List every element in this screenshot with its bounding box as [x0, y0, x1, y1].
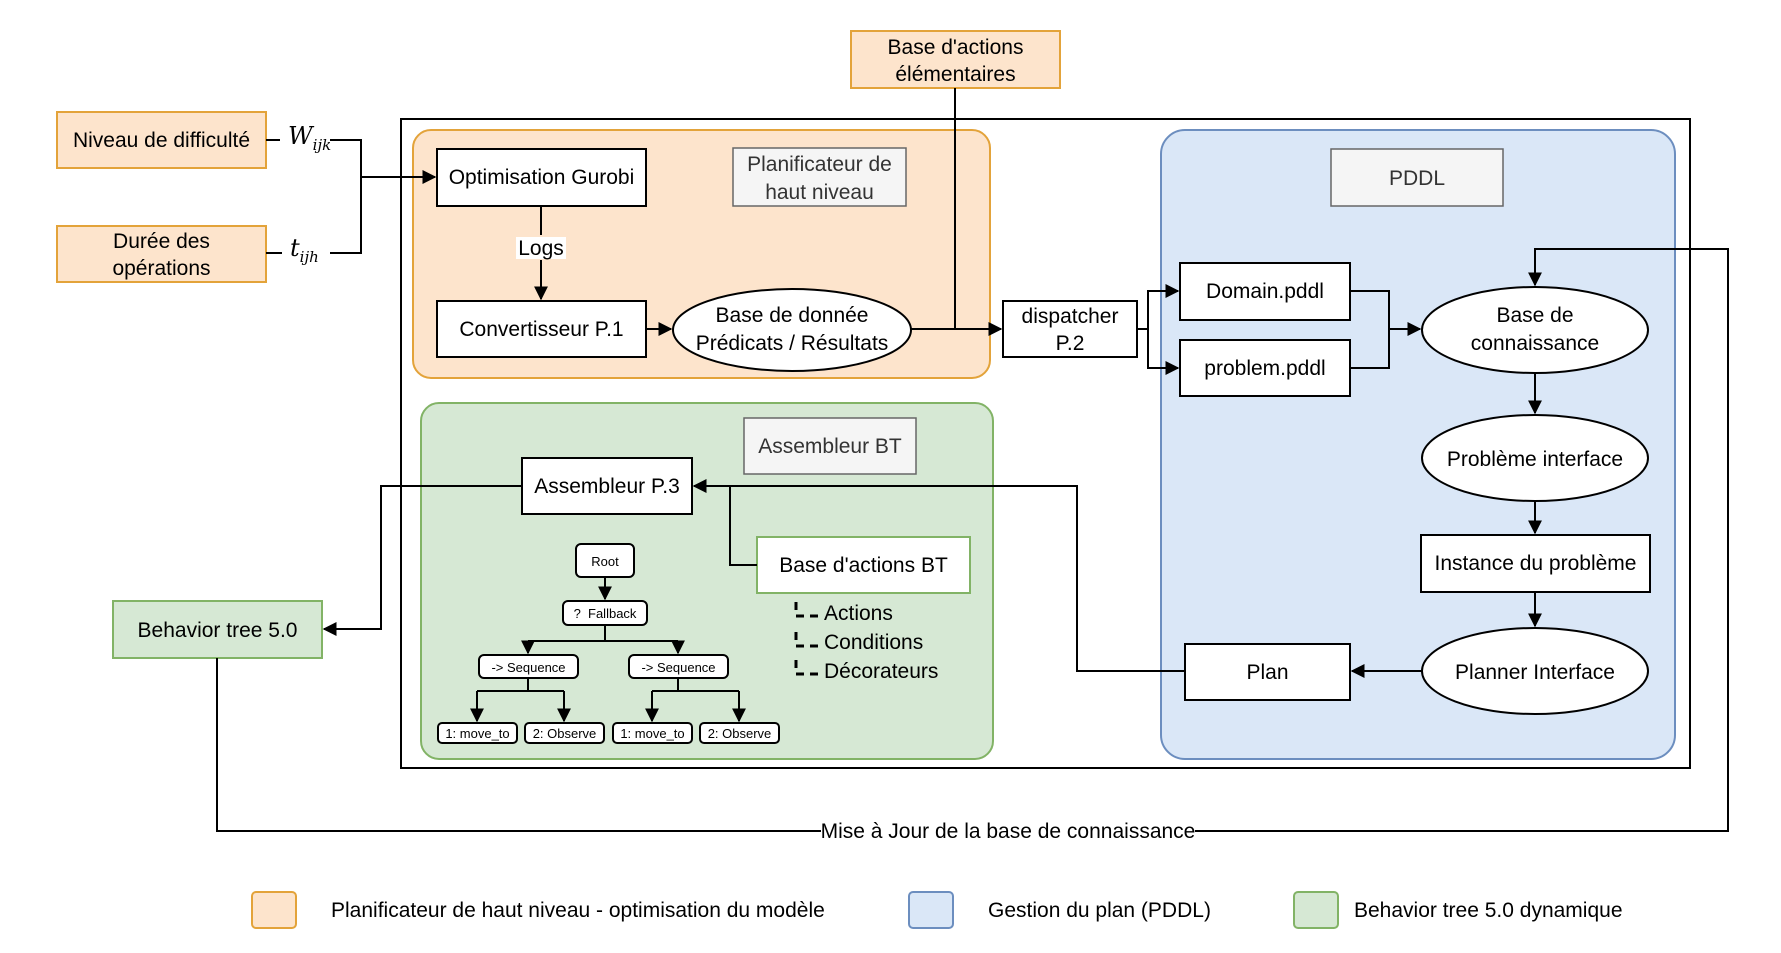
- edge-dispatcher-to-problem: [1147, 329, 1180, 375]
- duration-label-line2: opérations: [112, 257, 210, 280]
- planner-title-line1: Planificateur de: [747, 153, 892, 176]
- legend-green-text: Behavior tree 5.0 dynamique: [1354, 899, 1623, 922]
- knowledge-base-line2: connaissance: [1471, 332, 1599, 355]
- duration-box: [56, 225, 267, 283]
- legend-blue-swatch: [908, 891, 954, 929]
- dispatcher-box: [1002, 300, 1138, 358]
- difficulty-box: [56, 111, 267, 169]
- bt-tree-edges: [470, 577, 746, 723]
- bt-leaf-move-to-1-label: 1: move_to: [445, 726, 509, 741]
- converter-label: Convertisseur P.1: [459, 318, 623, 341]
- duration-variable: tijh: [290, 234, 319, 266]
- plan-box: [1184, 643, 1351, 701]
- bt-leaf-observe-2-label: 2: Observe: [708, 726, 772, 741]
- knowledge-base-line1: Base de: [1496, 304, 1573, 327]
- problem-instance-label: Instance du problème: [1435, 552, 1637, 575]
- domain-pddl-box: [1179, 262, 1351, 321]
- bt-leaf-observe-1: [524, 722, 605, 744]
- logs-label-bg: [516, 237, 566, 259]
- problem-instance-box: [1420, 534, 1651, 593]
- gurobi-box: [436, 148, 647, 207]
- problem-pddl-label: problem.pddl: [1204, 357, 1325, 380]
- edge-domain-to-kb: [1350, 290, 1422, 336]
- planner-title-box: [732, 147, 907, 207]
- bt-title: Assembleur BT: [758, 435, 902, 458]
- bt-sequence-left-label: -> Sequence: [491, 660, 565, 675]
- legend-decorators-text: Décorateurs: [824, 660, 938, 683]
- problem-interface-label: Problème interface: [1447, 448, 1623, 471]
- bt-leaf-move-to-1: [437, 722, 518, 744]
- edge-problem-to-kb: [1350, 329, 1390, 369]
- bt-leaf-observe-1-label: 2: Observe: [533, 726, 597, 741]
- bt-fallback-label: ? Fallback: [574, 606, 637, 621]
- domain-pddl-label: Domain.pddl: [1206, 280, 1324, 303]
- edge-dispatcher-to-domain: [1137, 284, 1180, 330]
- planner-interface-label: Planner Interface: [1455, 661, 1615, 684]
- bt-symbol-legend: Actions Conditions Décorateurs: [794, 602, 938, 683]
- problem-pddl-box: [1179, 339, 1351, 397]
- dispatcher-label-line1: dispatcher: [1022, 305, 1119, 328]
- edge-duration-to-gurobi: [266, 177, 362, 254]
- system-boundary: [400, 118, 1691, 769]
- bt-leaf-move-to-2-label: 1: move_to: [620, 726, 684, 741]
- duration-label-line1: Durée des: [113, 230, 210, 253]
- bt-sequence-right-label: -> Sequence: [641, 660, 715, 675]
- legend-conditions-bracket: [794, 632, 822, 648]
- bt-leaf-observe-2: [699, 722, 780, 744]
- database-node: [672, 288, 912, 372]
- connectors: [216, 88, 1729, 832]
- legend-actions-bracket: [794, 602, 822, 618]
- bt-title-box: [743, 417, 917, 475]
- edge-actions-base-to-assembler: [729, 486, 757, 566]
- color-legend: Planificateur de haut niveau - optimisat…: [251, 891, 1623, 929]
- legend-orange-swatch: [251, 891, 297, 929]
- edge-difficulty-to-gurobi: [266, 139, 435, 177]
- assembler-label: Assembleur P.3: [534, 475, 680, 498]
- elementary-actions-line1: Base d'actions: [888, 36, 1024, 59]
- dispatcher-label-line2: P.2: [1056, 332, 1085, 355]
- elementary-actions-line2: élémentaires: [895, 63, 1015, 86]
- edge-plan-to-assembler: [692, 479, 1185, 672]
- legend-decorators-bracket: [794, 660, 822, 676]
- pddl-title: PDDL: [1389, 167, 1445, 190]
- database-label-line1: Base de donnée: [716, 304, 869, 327]
- gurobi-label: Optimisation Gurobi: [449, 166, 635, 189]
- legend-conditions-text: Conditions: [824, 631, 923, 654]
- legend-green-swatch: [1293, 891, 1339, 929]
- edge-update-knowledge-base: [216, 248, 1729, 832]
- assembler-box: [521, 457, 693, 515]
- difficulty-variable: Wijk: [288, 122, 331, 154]
- bt-actions-base-box: [756, 536, 971, 594]
- logs-label: Logs: [518, 237, 564, 260]
- legend-actions-text: Actions: [824, 602, 893, 625]
- elementary-actions-box: [850, 30, 1061, 89]
- update-knowledge-label: Mise à Jour de la base de connaissance: [821, 820, 1196, 843]
- edge-assembler-to-behavior-tree: [322, 485, 522, 636]
- bt-root-label: Root: [591, 554, 619, 569]
- bt-leaf-move-to-2: [612, 722, 693, 744]
- planner-title-line2: haut niveau: [765, 181, 874, 204]
- legend-blue-text: Gestion du plan (PDDL): [988, 899, 1211, 922]
- knowledge-base-node: [1421, 286, 1649, 374]
- bt-actions-base-label: Base d'actions BT: [779, 554, 948, 577]
- plan-label: Plan: [1246, 661, 1288, 684]
- legend-orange-text: Planificateur de haut niveau - optimisat…: [331, 899, 825, 922]
- pddl-title-box: [1330, 148, 1504, 207]
- database-label-line2: Prédicats / Résultats: [696, 332, 889, 355]
- behavior-tree-box: [112, 600, 323, 659]
- behavior-tree-label: Behavior tree 5.0: [138, 619, 298, 642]
- difficulty-label: Niveau de difficulté: [73, 129, 250, 152]
